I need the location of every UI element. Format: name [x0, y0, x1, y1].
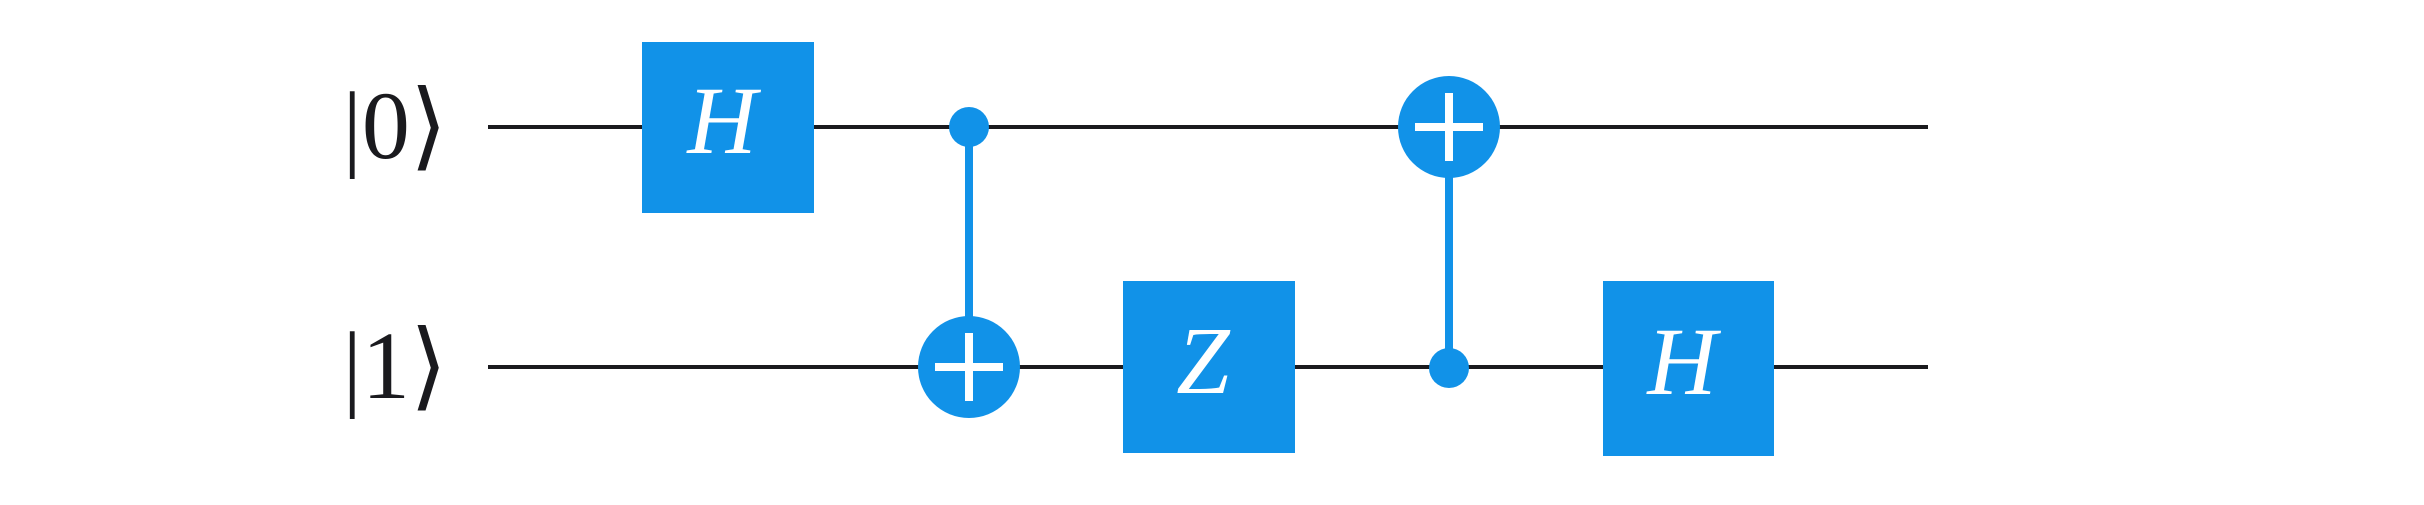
cnot-gate-1[interactable] [918, 107, 1020, 418]
plus-icon [935, 333, 1003, 401]
gate-letter-h: H [685, 67, 761, 174]
ket-label-q1: |1⟩ [343, 312, 448, 419]
gate-letter-z: Z [1176, 307, 1231, 414]
gate-box [642, 42, 814, 213]
control-dot-icon [949, 107, 989, 147]
plus-icon [1415, 93, 1483, 161]
control-dot-icon [1429, 348, 1469, 388]
gate-box [1603, 281, 1774, 456]
pauli-z-gate-q1[interactable]: Z [1123, 281, 1295, 453]
cnot-gate-2[interactable] [1398, 76, 1500, 388]
gate-box [1123, 281, 1295, 453]
hadamard-gate-q0[interactable]: H [642, 42, 814, 213]
ket-label-q0: |0⟩ [343, 72, 448, 179]
gate-letter-h: H [1645, 308, 1721, 415]
hadamard-gate-q1[interactable]: H [1603, 281, 1774, 456]
